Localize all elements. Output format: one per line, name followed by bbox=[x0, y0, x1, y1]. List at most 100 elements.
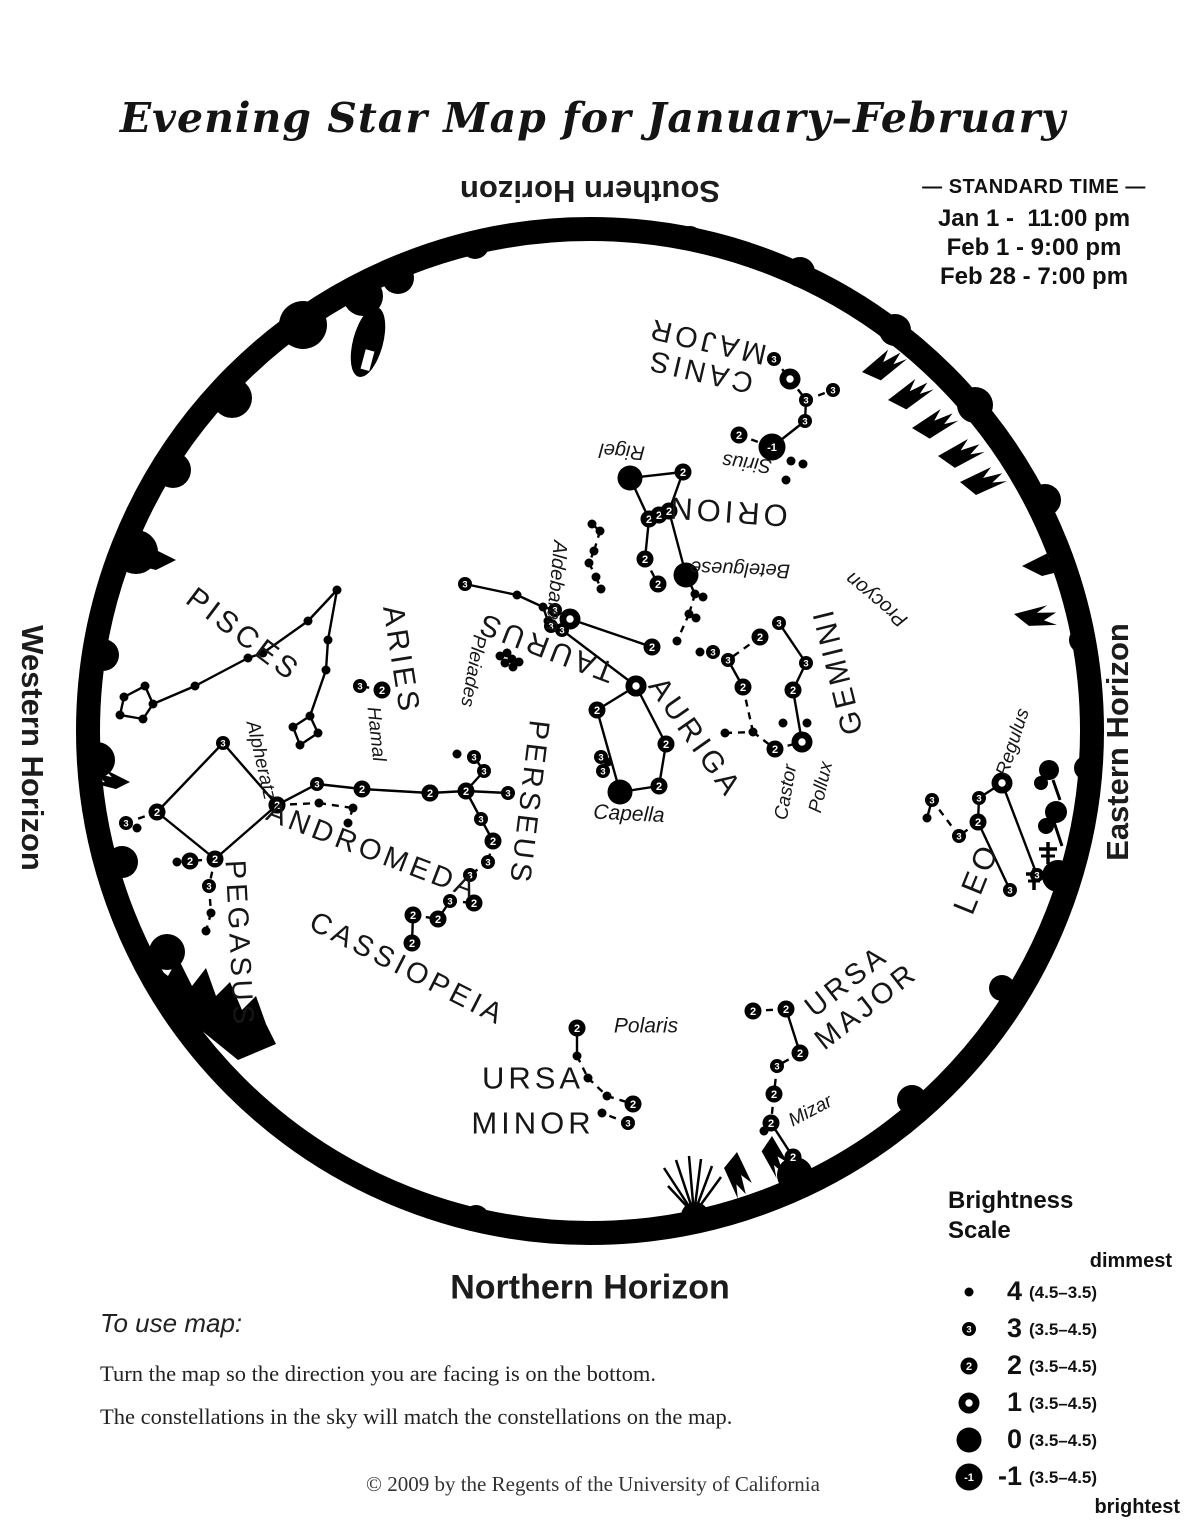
svg-text:2: 2 bbox=[649, 642, 655, 654]
star-mag4-icon bbox=[452, 749, 462, 759]
star-mag-1-icon: -1 bbox=[955, 1463, 983, 1490]
star-label-alpheratz: Alpheratz bbox=[241, 718, 280, 802]
standard-time-line-2: Feb 1 - 9:00 pm bbox=[946, 234, 1122, 261]
star-mag4-icon bbox=[584, 558, 594, 568]
star-mag3-icon: 3 bbox=[310, 777, 324, 791]
svg-text:3: 3 bbox=[966, 1324, 971, 1335]
star-mag2-icon: 2 bbox=[762, 1114, 780, 1132]
star-mag1-icon bbox=[625, 675, 647, 697]
svg-text:2: 2 bbox=[435, 914, 441, 926]
mountain-icon bbox=[150, 958, 276, 1060]
star-mag1-icon bbox=[991, 772, 1013, 794]
constellation-label-cassiopeia: CASSIOPEIA bbox=[304, 906, 511, 1032]
star-mag4-icon bbox=[323, 635, 333, 645]
brightness-mag: 3 bbox=[1006, 1313, 1022, 1343]
svg-text:2: 2 bbox=[768, 1118, 774, 1130]
svg-text:2: 2 bbox=[736, 430, 742, 442]
star-mag2-icon: 2 bbox=[268, 796, 286, 814]
pine-trees-east-icon bbox=[862, 349, 1007, 495]
star-mag2-icon: 2 bbox=[636, 550, 654, 568]
svg-text:3: 3 bbox=[598, 752, 603, 763]
star-mag3-icon: 3 bbox=[119, 816, 133, 830]
brightness-mag: 1 bbox=[1006, 1387, 1022, 1417]
star-mag2-icon: 2 bbox=[206, 850, 224, 868]
star-mag4-icon bbox=[684, 609, 694, 619]
star-mag3-icon: 3 bbox=[799, 656, 813, 670]
star-mag2-icon: 2 bbox=[744, 1002, 762, 1020]
star-mag4-icon bbox=[595, 526, 605, 536]
svg-text:2: 2 bbox=[655, 579, 661, 591]
star-mag4-icon bbox=[305, 711, 315, 721]
star-mag3-icon: 3 bbox=[216, 736, 230, 750]
star-mag2-icon: 2 bbox=[674, 463, 692, 481]
star-mag4-icon bbox=[698, 592, 708, 602]
star-label-capella: Capella bbox=[593, 800, 665, 827]
brightest-label: brightest bbox=[1094, 1496, 1180, 1518]
star-label-pollux: Pollux bbox=[805, 758, 837, 815]
svg-text:3: 3 bbox=[625, 1118, 630, 1129]
star-mag4-icon bbox=[243, 653, 253, 663]
brightness-mag: 2 bbox=[1006, 1350, 1022, 1380]
star-mag4-icon bbox=[672, 636, 682, 646]
western-horizon-label: Western Horizon bbox=[15, 625, 50, 871]
star-mag3-icon: 3 bbox=[925, 793, 939, 807]
svg-text:3: 3 bbox=[776, 618, 781, 629]
svg-text:3: 3 bbox=[485, 857, 490, 868]
star-mag2-icon: 2 bbox=[784, 1148, 802, 1166]
star-mag4-icon bbox=[343, 818, 353, 828]
svg-text:2: 2 bbox=[680, 467, 686, 479]
star-mag4-icon bbox=[201, 926, 211, 936]
svg-text:3: 3 bbox=[314, 779, 319, 790]
dimmest-label: dimmest bbox=[1089, 1250, 1172, 1272]
star-mag3-icon: 3 bbox=[501, 786, 515, 800]
svg-text:2: 2 bbox=[187, 856, 193, 868]
star-mag4-icon bbox=[332, 585, 342, 595]
star-mag2-icon: 2 bbox=[730, 426, 748, 444]
star-label-polaris: Polaris bbox=[614, 1014, 679, 1037]
star-mag2-icon: 2 bbox=[421, 784, 439, 802]
star-mag3-icon: 3 bbox=[1030, 868, 1044, 882]
star-mag3-icon: 3 bbox=[721, 653, 735, 667]
svg-text:2: 2 bbox=[771, 1089, 777, 1101]
svg-text:2: 2 bbox=[740, 682, 746, 694]
star-mag3-icon: 3 bbox=[770, 1059, 784, 1073]
star-mag3-icon: 3 bbox=[443, 894, 457, 908]
trees-and-poles-icon bbox=[1026, 760, 1067, 890]
brightness-row-1: 1(3.5–4.5) bbox=[948, 1384, 1184, 1421]
svg-text:2: 2 bbox=[783, 1004, 789, 1016]
star-mag4-icon bbox=[538, 602, 548, 612]
instructions-line-1: Turn the map so the direction you are fa… bbox=[100, 1361, 656, 1386]
star-mag4-icon bbox=[148, 699, 158, 709]
svg-text:2: 2 bbox=[663, 739, 669, 751]
svg-text:3: 3 bbox=[802, 416, 807, 427]
star-mag2-icon: 2 bbox=[403, 934, 421, 952]
star-label-rigel: Rigel bbox=[598, 438, 646, 463]
star-mag4-icon bbox=[115, 710, 125, 720]
star-mag2-icon: 2 bbox=[373, 681, 391, 699]
svg-text:2: 2 bbox=[471, 898, 477, 910]
brightness-range: (3.5–4.5) bbox=[1029, 1468, 1098, 1487]
star-mag0-icon bbox=[956, 1427, 982, 1452]
svg-text:2: 2 bbox=[975, 817, 981, 829]
svg-text:3: 3 bbox=[559, 625, 564, 636]
svg-text:-1: -1 bbox=[964, 1471, 974, 1483]
arrow-east-lower-icon bbox=[1014, 605, 1057, 626]
star-mag0-icon bbox=[617, 465, 643, 491]
standard-time-heading: — STANDARD TIME — bbox=[922, 176, 1146, 198]
star-mag2-icon: 2 bbox=[660, 502, 678, 520]
svg-text:2: 2 bbox=[427, 788, 433, 800]
constellation-aries: 23 bbox=[353, 679, 391, 699]
star-mag4-icon bbox=[172, 857, 182, 867]
svg-text:2: 2 bbox=[757, 632, 763, 644]
svg-text:2: 2 bbox=[463, 786, 469, 798]
svg-text:3: 3 bbox=[505, 788, 510, 799]
star-mag4-icon bbox=[495, 651, 505, 661]
svg-text:2: 2 bbox=[772, 744, 778, 756]
svg-text:3: 3 bbox=[548, 621, 553, 632]
